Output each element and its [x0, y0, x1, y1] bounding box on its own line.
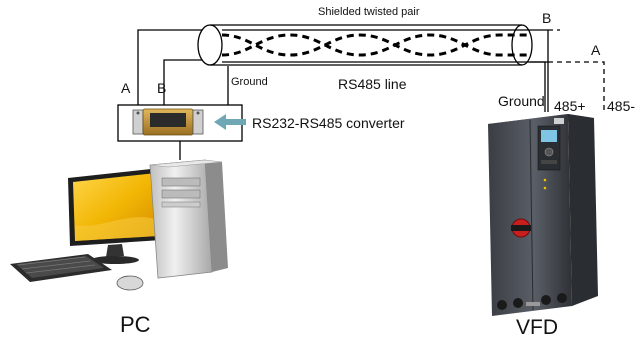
cable-right-end	[511, 24, 533, 66]
pc-label: PC	[120, 312, 151, 337]
converter-arrow	[214, 114, 246, 130]
terminal-a-left: A	[121, 80, 131, 96]
vfd-cable-glands	[497, 293, 567, 310]
wires	[137, 29, 605, 112]
wire-a-right-dash	[548, 61, 605, 112]
ground-label-left: Ground	[231, 76, 268, 88]
wire-a-left	[137, 29, 210, 105]
mouse	[116, 275, 144, 291]
wire-b-left	[163, 59, 210, 105]
vfd-terminal-minus: 485-	[607, 98, 636, 114]
vfd-label: VFD	[516, 316, 558, 339]
rs485-line-label: RS485 line	[338, 76, 407, 92]
ground-label-right: Ground	[498, 93, 545, 109]
cable-left-end	[197, 24, 223, 66]
terminal-a-right: A	[591, 42, 601, 58]
terminal-b-right: B	[542, 10, 552, 26]
shielded-cable	[197, 24, 533, 66]
converter-connector-right	[192, 109, 204, 135]
vfd-terminal-plus: 485+	[554, 98, 586, 114]
wire-ground-right	[530, 61, 546, 112]
terminal-b-left: B	[157, 80, 167, 96]
keyboard	[10, 254, 112, 282]
vfd-brand-badge	[554, 118, 564, 124]
vfd-disconnect-switch	[511, 218, 531, 238]
vfd-illustration	[488, 114, 598, 316]
cable-label: Shielded twisted pair	[318, 6, 420, 18]
pc-tower	[149, 159, 228, 279]
pc-illustration	[10, 159, 228, 291]
twisted-pair	[221, 33, 530, 57]
converter-label: RS232-RS485 converter	[252, 115, 405, 131]
monitor	[68, 168, 162, 264]
